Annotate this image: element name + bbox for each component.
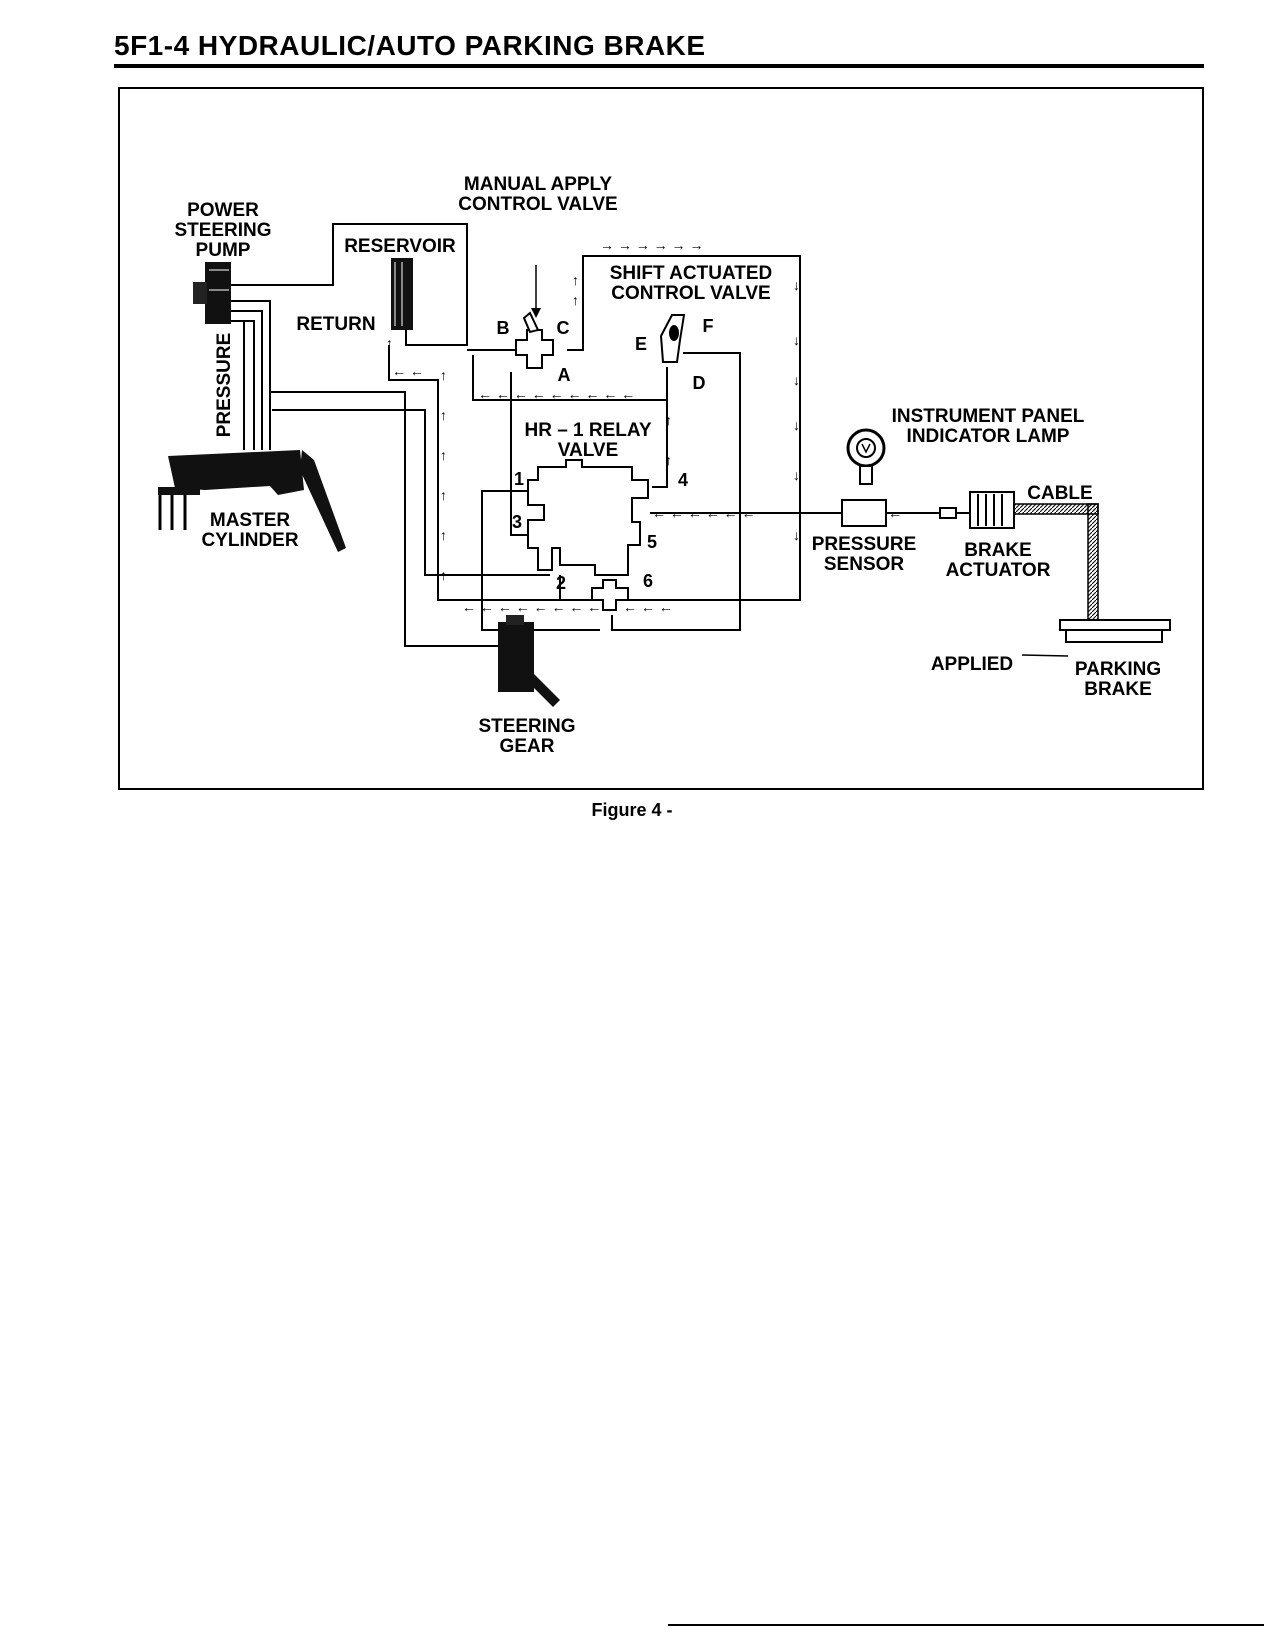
label-pressure-sensor-2: SENSOR [824, 554, 905, 575]
arrow-up: ↑ [665, 412, 672, 428]
pump-line-a [226, 300, 271, 450]
arrow-up: ↑ [440, 487, 447, 503]
port-1: 1 [514, 469, 524, 489]
valve-c-line [567, 332, 584, 351]
label-parking-brake-2: BRAKE [1084, 679, 1152, 700]
shift-actuated-control-valve [659, 314, 686, 363]
label-power-steering-pump-3: PUMP [196, 240, 251, 261]
arrow-left: ← ← ← ← ← ← ← ← ← [478, 386, 635, 402]
label-parking-brake-1: PARKING [1075, 659, 1161, 680]
port-5: 5 [647, 532, 657, 552]
power-steering-pump [193, 262, 231, 324]
steering-gear [498, 615, 560, 707]
label-brake-actuator-2: ACTUATOR [946, 560, 1051, 581]
arrow-up: ↑ [572, 292, 579, 308]
port-6: 6 [643, 571, 653, 591]
arrow-up: ↑ [386, 335, 393, 351]
label-manual-apply-2: CONTROL VALVE [458, 194, 617, 215]
label-hr1-relay-1: HR – 1 RELAY [524, 420, 651, 441]
master-cylinder [158, 450, 346, 552]
header-rule [114, 64, 1204, 68]
arrow-down: ↓ [793, 467, 800, 483]
arrow-up: ↑ [440, 407, 447, 423]
label-steering-gear-2: GEAR [500, 736, 555, 757]
label-pressure-sensor-1: PRESSURE [812, 534, 917, 555]
port-a: A [558, 365, 571, 385]
arrow-left: ← ← ← ← ← ← [652, 505, 755, 521]
manual-apply-control-valve [515, 265, 554, 369]
arrow-right: → → → → → → [600, 237, 703, 253]
label-master-cylinder-1: MASTER [210, 510, 291, 531]
shift-to-relay-4 [652, 367, 668, 488]
parking-brake [1021, 619, 1171, 657]
reservoir [391, 258, 413, 330]
pump-line-c [226, 320, 255, 450]
label-applied: APPLIED [931, 654, 1013, 675]
arrow-up: ↑ [440, 567, 447, 583]
label-pressure: PRESSURE [214, 333, 235, 438]
port-c: C [557, 318, 570, 338]
label-steering-gear-1: STEERING [478, 716, 575, 737]
arrow-left: ← ← ← ← ← ← ← ← ← ← ← ← [462, 599, 673, 615]
arrow-left: ← ← [392, 363, 424, 379]
pump-reservoir-line [226, 223, 468, 346]
label-hr1-relay-2: VALVE [558, 440, 619, 461]
port-2: 2 [556, 573, 566, 593]
arrow-up: ↑ [572, 272, 579, 288]
pump-to-relay-line [272, 409, 550, 576]
port-4: 4 [678, 470, 688, 490]
pressure-sensor [841, 499, 887, 527]
pump-line-b [226, 310, 263, 450]
label-shift-actuated-2: CONTROL VALVE [611, 283, 770, 304]
label-power-steering-pump-2: STEERING [174, 220, 271, 241]
hydraulic-diagram: → → → → → → ↓ ↓ ↓ ↓ ↓ ↓ ← ← ← ← ← ← ← ← … [158, 174, 1171, 757]
arrow-down: ↓ [793, 277, 800, 293]
page-header-title: 5F1-4 HYDRAULIC/AUTO PARKING BRAKE [114, 30, 706, 61]
label-return: RETURN [296, 314, 375, 335]
arrow-down: ↓ [793, 527, 800, 543]
label-cable: CABLE [1027, 483, 1092, 504]
flow-arrows: → → → → → → ↓ ↓ ↓ ↓ ↓ ↓ ← ← ← ← ← ← ← ← … [386, 237, 902, 615]
arrow-down: ↓ [793, 332, 800, 348]
arrow-up: ↑ [440, 367, 447, 383]
figure-frame [118, 87, 1204, 790]
instrument-panel-indicator-lamp [846, 428, 886, 485]
label-shift-actuated-1: SHIFT ACTUATED [610, 263, 773, 284]
port-f: F [703, 316, 714, 336]
arrow-up: ↑ [665, 452, 672, 468]
arrow-up: ↑ [440, 447, 447, 463]
port-d: D [693, 373, 706, 393]
label-master-cylinder-2: CYLINDER [201, 530, 298, 551]
brake-actuator [939, 491, 1015, 529]
port-e: E [635, 334, 647, 354]
arrow-down: ↓ [793, 417, 800, 433]
relay-port1-line [481, 490, 600, 631]
hr1-relay-valve [527, 459, 649, 611]
bottom-rule [668, 1624, 1264, 1626]
shift-to-relay-6 [611, 352, 741, 631]
label-brake-actuator-1: BRAKE [964, 540, 1032, 561]
arrow-left: ← [888, 505, 902, 521]
label-power-steering-pump-1: POWER [187, 200, 259, 221]
label-reservoir: RESERVOIR [344, 236, 456, 257]
figure-caption: Figure 4 - [591, 800, 673, 820]
label-instrument-panel-2: INDICATOR LAMP [907, 426, 1070, 447]
port-b: B [497, 318, 510, 338]
pump-to-steering-line [270, 391, 506, 647]
port-3: 3 [512, 512, 522, 532]
arrow-down: ↓ [793, 372, 800, 388]
label-instrument-panel-1: INSTRUMENT PANEL [892, 406, 1085, 427]
label-manual-apply-1: MANUAL APPLY [464, 174, 612, 195]
arrow-up: ↑ [440, 527, 447, 543]
